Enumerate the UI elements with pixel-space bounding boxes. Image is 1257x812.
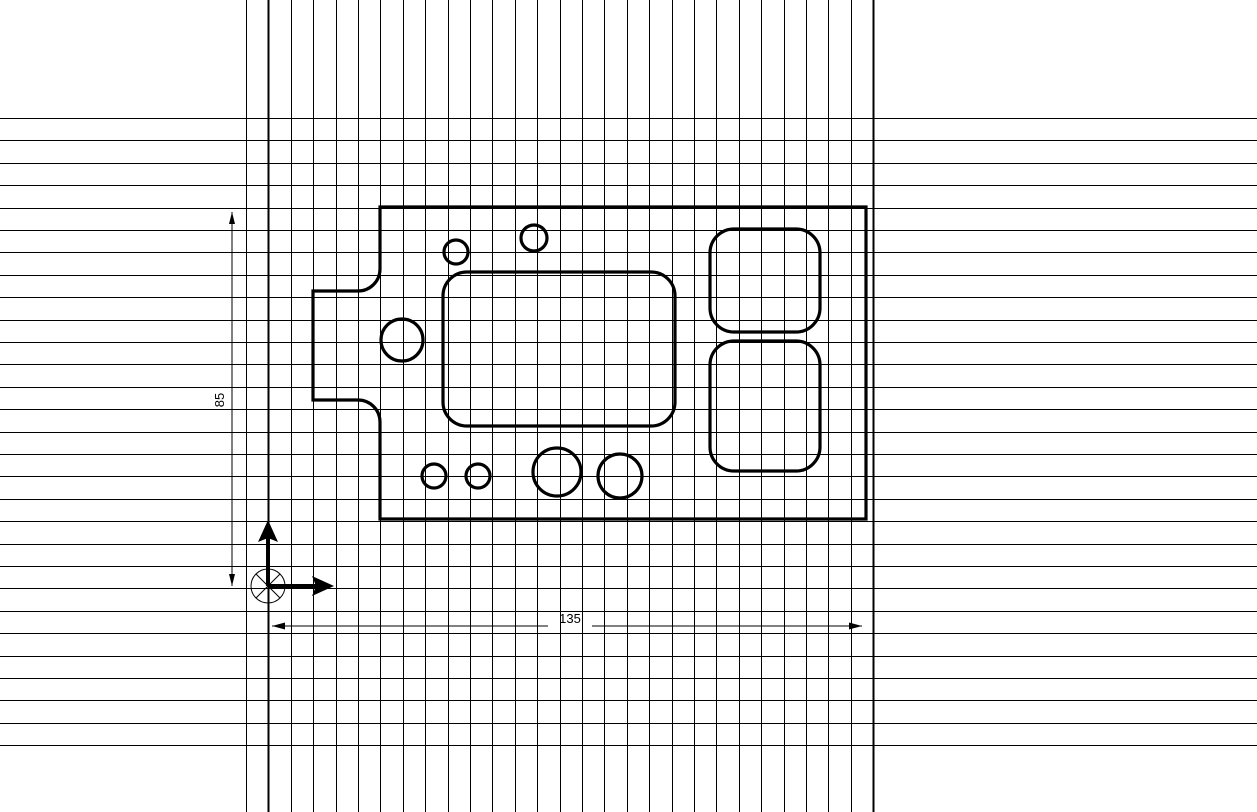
hole-top-small[interactable]: [442, 238, 470, 266]
height-dimension-arrow-bottom: [229, 574, 235, 586]
origin-crosshatch-line-3: [255, 585, 269, 599]
hole-bottom-1[interactable]: [420, 462, 448, 490]
origin-crosshatch-line-2: [267, 573, 281, 587]
holes-layer: [379, 223, 644, 500]
height-dimension-label: 85: [212, 393, 227, 407]
origin-crosshatch-line-1: [255, 573, 269, 587]
x-axis-arrow-icon: [312, 576, 334, 596]
height-dimension[interactable]: 85: [212, 212, 235, 586]
origin-crosshatch-line-4: [267, 585, 281, 599]
hole-top-right[interactable]: [519, 223, 549, 253]
width-dimension-arrow-right: [849, 622, 862, 630]
hole-bottom-3[interactable]: [531, 446, 583, 498]
pocket-center-rounded[interactable]: [441, 270, 677, 428]
pockets-layer: [441, 227, 822, 473]
part-geometry-layer: [311, 205, 868, 521]
coordinate-origin-marker[interactable]: [250, 520, 334, 604]
hole-bottom-2[interactable]: [464, 462, 492, 490]
width-dimension[interactable]: 135: [272, 611, 862, 630]
width-dimension-label: 135: [559, 611, 581, 626]
part-outline-path[interactable]: [311, 205, 868, 521]
width-dimension-arrow-left: [272, 622, 285, 630]
dimension-layer: 85 135: [212, 212, 862, 630]
hole-bottom-4[interactable]: [596, 452, 644, 500]
hole-mid-left[interactable]: [379, 317, 425, 363]
pocket-right-lower[interactable]: [708, 339, 822, 473]
y-axis-arrow-icon: [258, 520, 278, 542]
height-dimension-arrow-top: [229, 212, 235, 224]
pocket-right-upper[interactable]: [708, 227, 822, 334]
